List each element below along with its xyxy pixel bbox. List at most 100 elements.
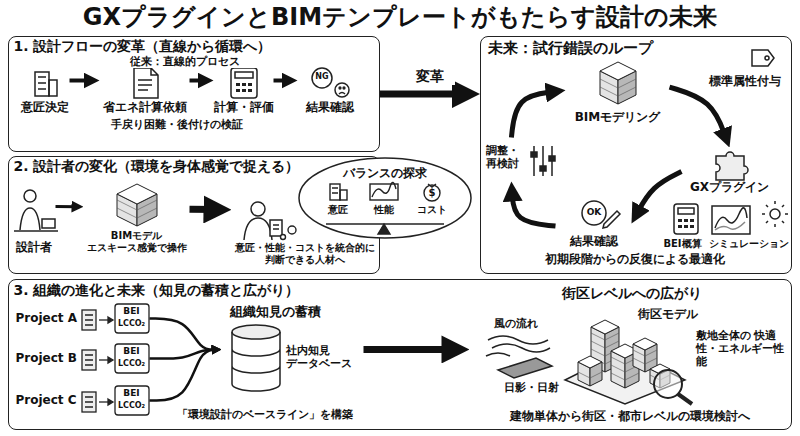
city-blocks <box>591 333 619 340</box>
node-text: 建物単体から街区・都市レベルの環境検討へ <box>480 409 780 423</box>
panel: 2. 設計者の変化（環境を身体感覚で捉える） 設計者 BIMモデル エスキース感覚で… <box>8 156 380 274</box>
project-icons <box>115 344 149 373</box>
bubble-outline <box>299 158 471 238</box>
city-blocks <box>578 356 602 368</box>
status-mark: OK <box>585 207 603 218</box>
building-icon <box>35 72 49 96</box>
flow-arrow <box>190 206 218 213</box>
balance-scale <box>326 224 444 234</box>
node-text: 社内知見 データベース <box>286 344 362 370</box>
calculator-icon <box>674 204 698 234</box>
tag-icon <box>765 56 769 60</box>
node-text: 敷地全体の 快適性・エネルギー性能 <box>696 329 788 369</box>
sun-icon <box>762 201 788 227</box>
node-text: 風の流れ <box>494 317 558 330</box>
flow-arrow <box>511 91 555 137</box>
magnifier-icon <box>678 394 692 404</box>
balance-scale <box>326 223 444 224</box>
calculator-icon <box>678 208 694 214</box>
flow-arrow <box>150 350 217 401</box>
status-mark: NG <box>312 72 332 82</box>
flow-arrow <box>512 191 555 226</box>
node-text: 調整・再検討 <box>486 144 526 170</box>
project-icons <box>108 399 113 405</box>
node-text: 省エネ計算依頼 <box>100 100 190 114</box>
panel: 3. 組織の進化と未来（知見の蓄積と広がり）Project ABEILCCO₂P… <box>8 279 792 430</box>
currency-mark: $ <box>426 187 438 199</box>
icon-box: BIMモデル エスキース感覚で操作 <box>84 182 190 266</box>
panel: 未来：試行錯誤のループ初期段階からの反復による最適化BIMモデリングGXプラグイ… <box>480 36 792 274</box>
ok-icon <box>582 201 606 225</box>
project-icons <box>85 397 93 407</box>
panel-heading: 2. 設計者の変化（環境を身体感覚で捉える） <box>14 158 314 175</box>
flow-arrow <box>150 319 217 350</box>
city-blocks <box>633 350 657 356</box>
icon-box: 結果確認 <box>556 198 632 250</box>
edge-label: 標準属性付与 <box>704 74 786 88</box>
person-icon <box>270 220 282 236</box>
note: 従来：直線的プロセス <box>110 55 260 68</box>
shadow-area <box>498 358 552 378</box>
city-blocks <box>591 320 619 334</box>
illustration <box>14 50 788 404</box>
flow-arrow <box>380 91 466 98</box>
calculator-icon <box>678 219 694 228</box>
node-text: 結果確認 <box>298 100 362 114</box>
flow-arrow <box>274 79 290 83</box>
city-blocks <box>600 79 636 88</box>
city-blocks <box>600 87 636 96</box>
person-icon <box>244 218 272 240</box>
designer-icon <box>20 208 40 230</box>
node-text: 意匠 <box>318 204 358 216</box>
flow-arrow <box>190 79 206 83</box>
panel-heading: 3. 組織の進化と未来（知見の蓄積と広がり） <box>14 282 434 299</box>
icon-box: 調整・再検討 <box>486 138 560 182</box>
database-icon <box>232 332 280 391</box>
node-text: BEI概算 <box>660 238 706 250</box>
city-blocks <box>633 358 657 364</box>
slider-icon <box>549 156 555 161</box>
thought-dots <box>288 226 296 234</box>
project-icons <box>115 386 149 415</box>
node-text: BEI <box>115 346 149 357</box>
city-blocks <box>578 372 602 378</box>
ng-icon <box>339 93 345 95</box>
ng-icon <box>339 87 341 89</box>
chart-icon <box>712 206 750 234</box>
building-icon <box>332 188 338 193</box>
ng-icon <box>312 68 332 88</box>
node-text: BIMモデル エスキース感覚で操作 <box>84 230 190 254</box>
icon-box: BIMモデリング <box>566 62 670 126</box>
node-text: 意匠・性能・コストを統合的に判断できる人材へ <box>232 242 378 266</box>
node-text: 街区レベルへの広がり <box>562 285 752 302</box>
designer-icon <box>14 230 58 232</box>
building-icon <box>38 77 46 89</box>
calculator-icon <box>231 68 257 98</box>
project-icons <box>85 355 93 365</box>
city-blocks <box>611 373 639 380</box>
flow-arrow <box>70 79 92 83</box>
building-icon <box>340 190 347 200</box>
ok-icon <box>603 211 620 228</box>
document-icon <box>134 68 158 98</box>
note: 手戻り困難・後付けの検証 <box>92 118 262 131</box>
designer-icon <box>14 190 58 231</box>
person-icon <box>251 202 265 216</box>
slider-icon <box>540 166 546 171</box>
database-icon <box>232 325 280 339</box>
node-text: BEI <box>115 306 149 317</box>
shadow-area <box>498 358 552 378</box>
edge-label: 変革 <box>405 68 455 85</box>
document-icon <box>134 68 158 98</box>
project-icons <box>82 304 149 415</box>
city-blocks <box>117 200 157 210</box>
project-icons <box>85 315 93 325</box>
slider-icon <box>531 152 537 157</box>
project-row: Project BBEILCCO₂ <box>14 344 150 374</box>
node-text: LCCO₂ <box>115 319 149 329</box>
magnifier-icon <box>654 370 682 398</box>
project-icons <box>99 359 108 360</box>
calculator-icon <box>236 83 252 92</box>
flow-arrow <box>670 87 727 138</box>
icon-box: 設計者 <box>12 186 56 256</box>
